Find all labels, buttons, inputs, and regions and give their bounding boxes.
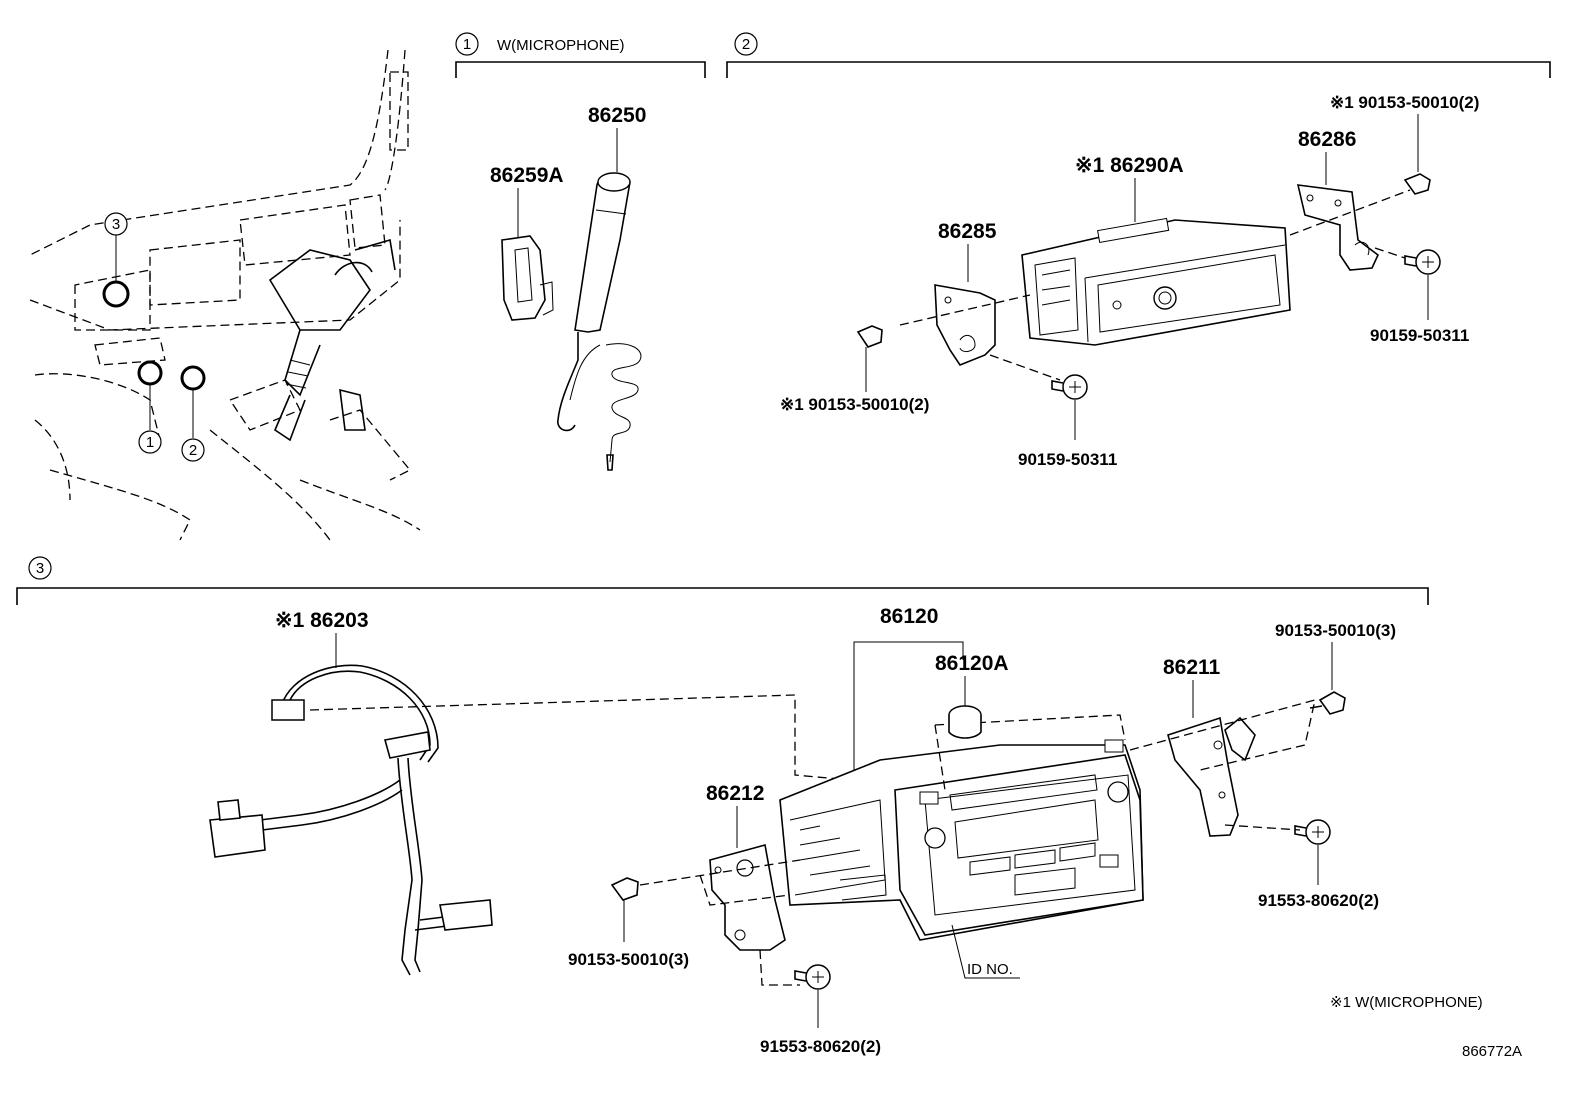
section-1-number: 1 [463,36,471,53]
dashboard-overview: 3 1 2 [29,49,421,541]
location-2-marker [180,365,206,391]
mic-holder-86259A [501,235,546,321]
bolt-bottom-s2 [1051,374,1088,400]
overview-callout-2: 2 [189,442,197,459]
screw-top-s3 [1318,691,1346,715]
part-86203-label: ※1 86203 [275,609,369,632]
diagram-id: 866772A [1462,1043,1522,1060]
cb-unit-86290A [1021,219,1291,346]
part-86120A-label: 86120A [935,652,1009,675]
bolt-right-s3 [1294,819,1331,845]
part-86120-label: 86120 [880,605,938,628]
screw-top-right-label: ※1 90153-50010(2) [1330,93,1479,112]
bolt-bottom-s3-label: 91553-80620(2) [760,1037,881,1056]
bracket-86285 [934,284,996,366]
bolt-right-s2 [1404,249,1441,275]
bolt-bottom-s3 [794,964,831,990]
part-86286-label: 86286 [1298,128,1356,151]
overview-callout-1: 1 [146,434,154,451]
location-1-marker [137,360,163,386]
knob-86120A [948,705,982,739]
overview-callout-3: 3 [112,216,120,233]
part-86259A-label: 86259A [490,164,564,187]
part-86290A-label: ※1 86290A [1075,154,1184,177]
radio-86120 [779,739,1144,941]
screw-top-right [1403,173,1431,195]
part-86285-label: 86285 [938,220,997,243]
location-3-marker [102,280,130,308]
screw-top-s3-label: 90153-50010(3) [1275,621,1396,640]
bracket-86211 [1167,716,1256,837]
bolt-right-s2-label: 90159-50311 [1370,326,1469,345]
section-3: 3 ※1 86203 86120 [16,556,1429,1056]
footnote: ※1 W(MICROPHONE) [1330,994,1483,1011]
bolt-right-s3-label: 91553-80620(2) [1258,891,1379,910]
screw-left-s3 [610,877,639,901]
microphone-86250 [574,173,631,333]
section-1: 1 W(MICROPHONE) 86259A 86250 [455,32,706,471]
part-86211-label: 86211 [1163,656,1221,679]
screw-left-s3-label: 90153-50010(3) [568,950,689,969]
screw-left-s2-label: ※1 90153-50010(2) [780,395,929,414]
section-1-title: W(MICROPHONE) [497,37,625,54]
part-86212-label: 86212 [706,782,764,805]
wire-harness-86203 [209,664,493,976]
id-no-label: ID NO. [967,961,1013,978]
screw-left-s2 [856,325,883,348]
section-2: 2 ※1 86290A 86285 86286 ※1 90153-50010(2 [726,32,1551,469]
section-2-number: 2 [742,36,750,53]
section-3-number: 3 [36,560,44,577]
bracket-86286 [1296,184,1379,271]
bracket-86212 [709,843,786,951]
part-86250-label: 86250 [588,104,646,127]
bolt-bottom-s2-label: 90159-50311 [1018,450,1117,469]
